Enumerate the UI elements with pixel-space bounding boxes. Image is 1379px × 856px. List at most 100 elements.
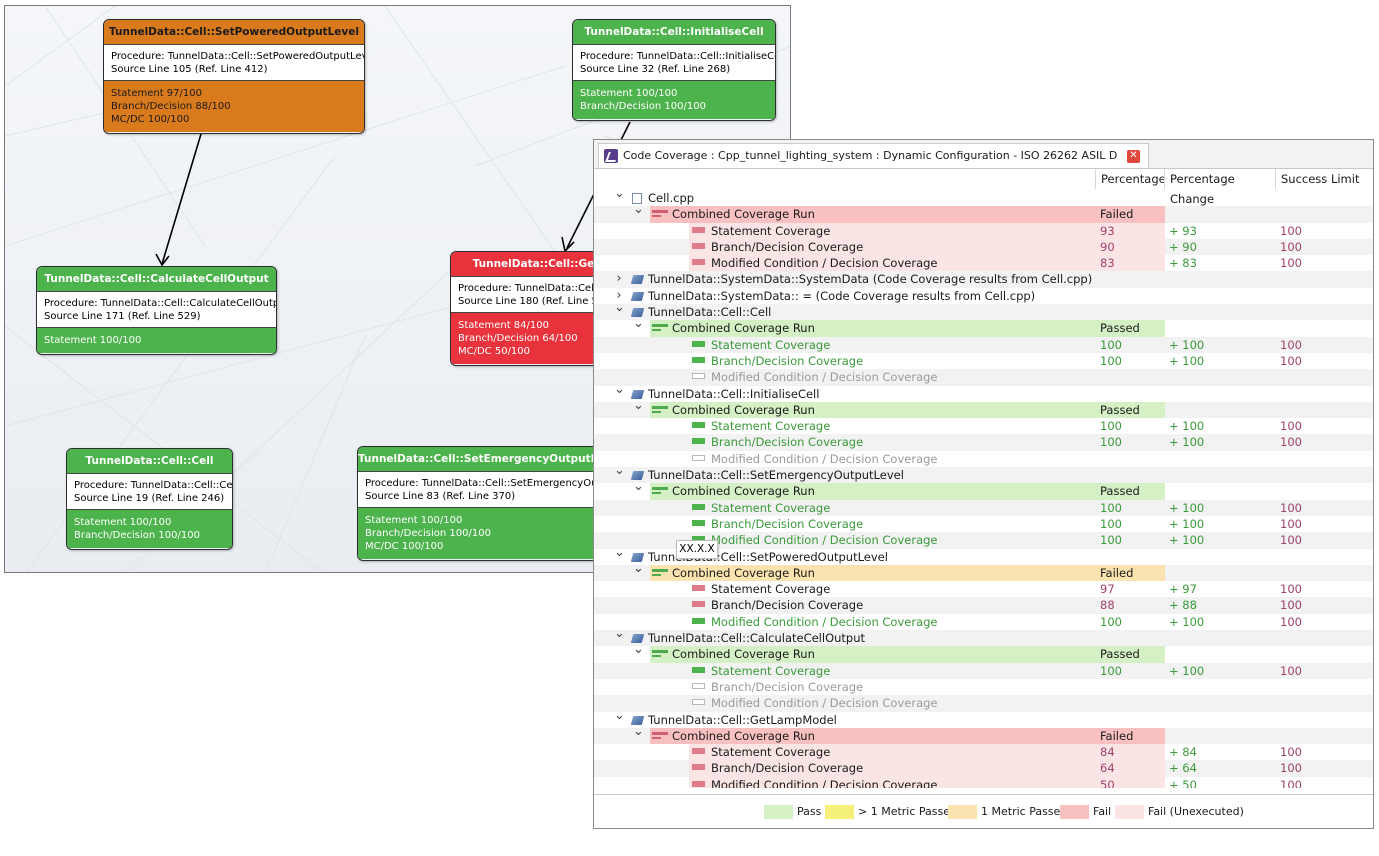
node-metric: MC/DC 50/100 (458, 346, 531, 357)
chevron-down-icon[interactable]: ⌄ (633, 560, 644, 576)
tree-row[interactable]: ›TunnelData::SystemData:: = (Code Covera… (594, 288, 1373, 304)
row-percentage: 100 (1100, 516, 1122, 531)
row-percentage: 100 (1100, 663, 1122, 678)
row-success-limit: 100 (1280, 777, 1302, 788)
row-label: TunnelData::Cell::GetLampModel (648, 712, 837, 727)
node-source: Source Line 105 (Ref. Line 412) (111, 64, 268, 75)
column-header-success-limit[interactable]: Success Limit (1275, 169, 1373, 189)
tree-row[interactable]: Modified Condition / Decision Coverage (594, 369, 1373, 386)
tree-row[interactable]: ⌄Cell.cpp (594, 190, 1373, 206)
tab-code-coverage[interactable]: Code Coverage : Cpp_tunnel_lighting_syst… (598, 143, 1149, 168)
tree-row[interactable]: Modified Condition / Decision Coverage (594, 451, 1373, 467)
status-band (650, 727, 1165, 745)
chevron-down-icon[interactable]: ⌄ (614, 626, 625, 642)
chevron-right-icon[interactable]: › (616, 271, 622, 287)
node-title: TunnelData::Cell::Cell (67, 449, 232, 473)
pass-bar-icon (692, 519, 705, 526)
row-label: Modified Condition / Decision Coverage (711, 614, 938, 629)
chevron-down-icon[interactable]: ⌄ (633, 723, 644, 739)
chevron-right-icon[interactable]: › (616, 287, 622, 303)
tree-row[interactable]: ⌄TunnelData::Cell::Cell (594, 300, 1373, 321)
combined-run-icon (652, 650, 668, 658)
node-set-powered-output-level[interactable]: TunnelData::Cell::SetPoweredOutputLevel … (103, 19, 365, 134)
chevron-down-icon[interactable]: ⌄ (633, 397, 644, 413)
row-percentage-change: + 97 (1169, 582, 1197, 597)
row-label: TunnelData::Cell::InitialiseCell (648, 386, 820, 401)
row-label: TunnelData::SystemData::SystemData (Code… (648, 272, 1093, 287)
fail-bar-icon (692, 601, 705, 608)
row-percentage-change: + 100 (1169, 614, 1205, 629)
legend-swatch (825, 805, 854, 819)
legend-swatch (1060, 805, 1089, 819)
tree-row[interactable]: ⌄ TunnelData::Cell::InitialiseCell (594, 382, 1373, 402)
tree-row[interactable]: ⌄TunnelData::Cell::CalculateCellOutput (594, 626, 1373, 647)
row-success-limit: 100 (1280, 435, 1302, 450)
chevron-down-icon[interactable]: ⌄ (614, 707, 625, 723)
legend-item: Fail (Unexecuted) (1115, 805, 1244, 819)
tree-row[interactable]: Modified Condition / Decision Coverage (594, 695, 1373, 712)
row-label: Statement Coverage (711, 500, 831, 515)
chevron-down-icon[interactable]: ⌄ (614, 463, 625, 479)
status-band (689, 238, 1165, 256)
node-source: Source Line 19 (Ref. Line 246) (74, 493, 225, 504)
row-percentage-change: + 100 (1169, 337, 1205, 352)
node-cell[interactable]: TunnelData::Cell::Cell Procedure: Tunnel… (66, 448, 233, 550)
node-title: TunnelData::Cell::InitialiseCell (573, 20, 775, 44)
chevron-down-icon[interactable]: ⌄ (614, 544, 625, 560)
tree-row[interactable]: ⌄TunnelData::Cell::SetEmergencyOutputLev… (594, 463, 1373, 484)
column-header-percentage-change[interactable]: Percentage Change (1164, 169, 1275, 206)
tree-row[interactable]: Branch/Decision Coverage (594, 679, 1373, 695)
chevron-down-icon[interactable]: ⌄ (633, 479, 644, 495)
chevron-down-icon[interactable]: ⌄ (633, 202, 644, 218)
node-calculate-cell-output[interactable]: TunnelData::Cell::CalculateCellOutput Pr… (36, 266, 277, 355)
row-percentage-change: + 100 (1169, 516, 1205, 531)
column-header-percentage[interactable]: Percentage (1095, 169, 1166, 189)
row-success-limit: 100 (1280, 337, 1302, 352)
tree-row[interactable]: ⌄ TunnelData::Cell::GetLampModel (594, 708, 1373, 728)
close-icon[interactable]: ✕ (1126, 149, 1140, 163)
chevron-down-icon[interactable]: ⌄ (614, 190, 625, 201)
node-metric: Branch/Decision 100/100 (580, 101, 706, 112)
tree-row[interactable]: › TunnelData::SystemData::SystemData (Cod… (594, 271, 1373, 288)
row-percentage: 64 (1100, 761, 1115, 776)
node-set-emergency-output-level[interactable]: TunnelData::Cell::SetEmergencyOutputLeve… (357, 446, 617, 561)
chevron-down-icon[interactable]: ⌄ (614, 300, 625, 316)
row-percentage: 50 (1100, 777, 1115, 788)
row-label: Combined Coverage Run (672, 207, 815, 222)
chevron-down-icon[interactable]: ⌄ (614, 381, 625, 397)
chevron-down-icon[interactable]: ⌄ (633, 642, 644, 658)
row-label: Statement Coverage (711, 419, 831, 434)
node-initialise-cell[interactable]: TunnelData::Cell::InitialiseCell Procedu… (572, 19, 776, 121)
status-band (689, 776, 1165, 788)
chevron-down-icon[interactable]: ⌄ (633, 316, 644, 332)
row-percentage: Failed (1100, 728, 1134, 743)
legend-label: > 1 Metric Passed (858, 805, 957, 818)
row-label: Statement Coverage (711, 223, 831, 238)
